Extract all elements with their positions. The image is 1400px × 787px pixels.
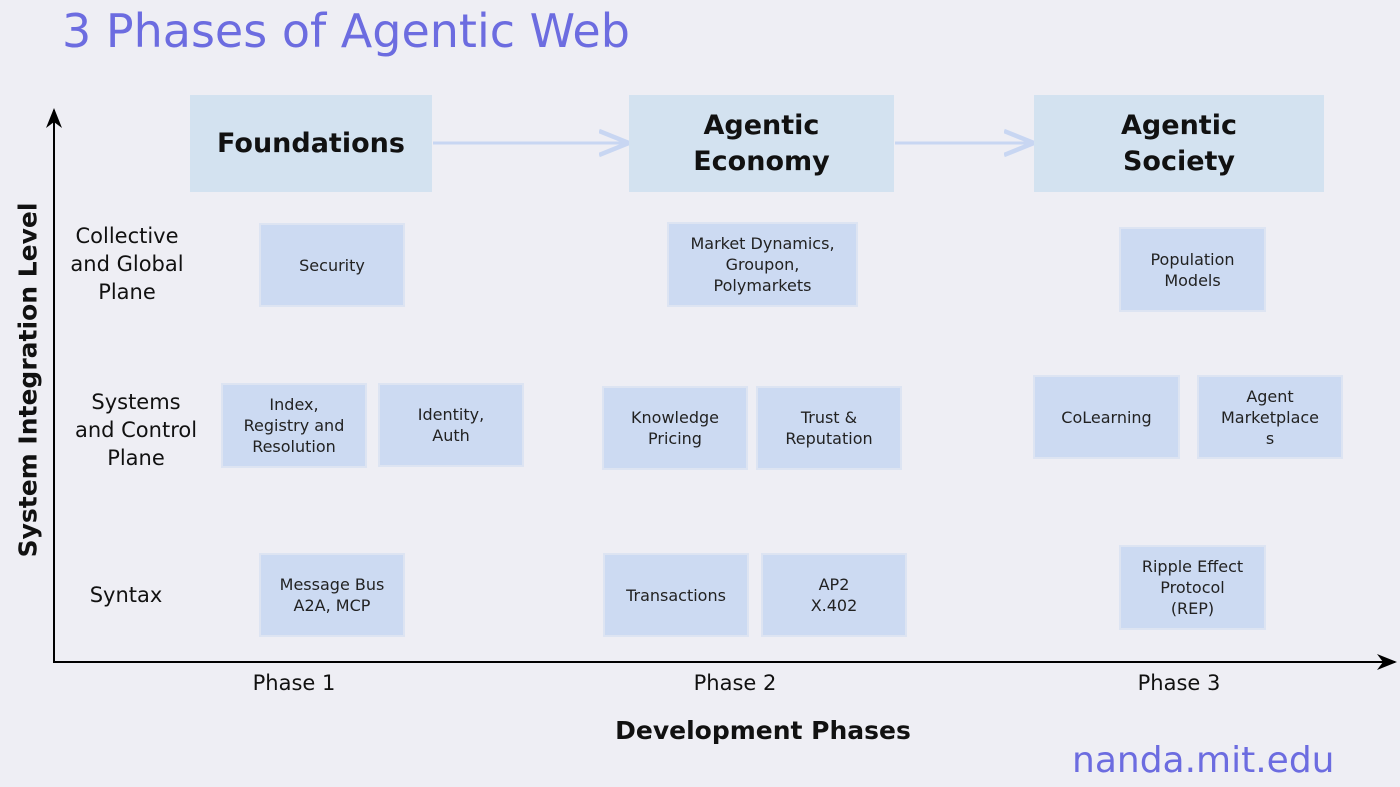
item-population-models: Population Models bbox=[1119, 227, 1266, 312]
y-axis-label: System Integration Level bbox=[13, 202, 43, 558]
phase-header-agentic-society: Agentic Society bbox=[1034, 95, 1324, 192]
item-ap2: AP2 X.402 bbox=[761, 553, 907, 637]
item-security: Security bbox=[259, 223, 405, 307]
x-axis-label: Development Phases bbox=[615, 716, 911, 745]
phase-label-3: Phase 3 bbox=[1137, 671, 1221, 695]
item-transactions: Transactions bbox=[603, 553, 749, 637]
item-index-registry: Index, Registry and Resolution bbox=[221, 383, 367, 468]
footer-url: nanda.mit.edu bbox=[1072, 740, 1335, 781]
page-title: 3 Phases of Agentic Web bbox=[62, 4, 630, 58]
phase-label-1: Phase 1 bbox=[252, 671, 336, 695]
item-identity-auth: Identity, Auth bbox=[378, 383, 524, 467]
row-label-collective: Collective and Global Plane bbox=[70, 224, 184, 304]
item-ripple-effect: Ripple Effect Protocol (REP) bbox=[1119, 545, 1266, 630]
phase-label-2: Phase 2 bbox=[693, 671, 777, 695]
item-colearning: CoLearning bbox=[1033, 375, 1180, 459]
item-agent-marketplaces: Agent Marketplace s bbox=[1197, 375, 1343, 459]
item-market-dynamics: Market Dynamics, Groupon, Polymarkets bbox=[667, 222, 858, 307]
phase-header-foundations: Foundations bbox=[190, 95, 432, 192]
row-label-systems: Systems and Control Plane bbox=[74, 390, 198, 470]
item-knowledge-pricing: Knowledge Pricing bbox=[602, 386, 748, 470]
item-trust-reputation: Trust & Reputation bbox=[756, 386, 902, 470]
phase-header-agentic-economy: Agentic Economy bbox=[629, 95, 894, 192]
item-message-bus: Message Bus A2A, MCP bbox=[259, 553, 405, 637]
row-label-syntax: Syntax bbox=[89, 583, 163, 607]
